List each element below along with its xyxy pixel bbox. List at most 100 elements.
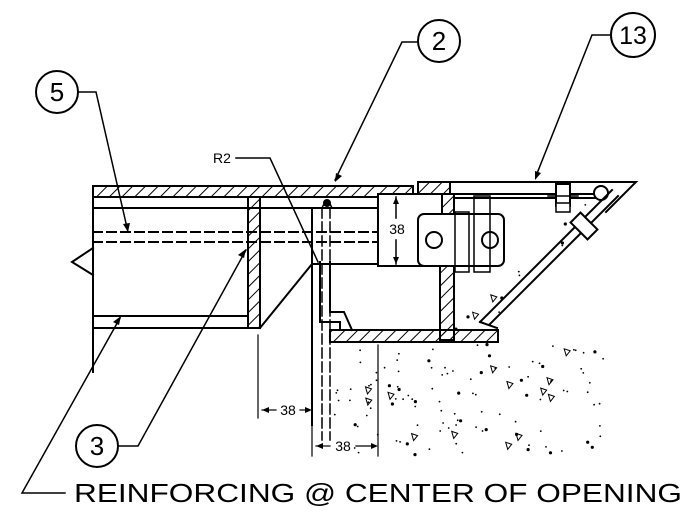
concrete-speckle [353, 447, 356, 449]
concrete-speckle [475, 426, 477, 428]
dimension-bottom-label: 38 [335, 438, 351, 454]
concrete-speckle [367, 401, 370, 404]
beam [70, 196, 379, 441]
concrete-aggregate [365, 397, 373, 407]
callout-5-label: 5 [50, 77, 64, 107]
concrete-speckle [452, 370, 454, 372]
concrete-speckle [508, 366, 511, 368]
concrete-aggregate [410, 432, 419, 442]
concrete-speckle [518, 274, 521, 277]
concrete-speckle [498, 311, 500, 313]
concrete-aggregate [504, 441, 513, 451]
concrete-aggregate [515, 432, 523, 442]
concrete-speckle [563, 222, 567, 226]
concrete-speckle [593, 350, 597, 354]
bottom-channel [319, 261, 499, 343]
concrete-speckle [383, 366, 386, 369]
concrete-speckle [413, 400, 417, 404]
concrete-speckle [582, 351, 585, 354]
concrete-speckle [590, 445, 594, 449]
reinforcing-note: REINFORCING @ CENTER OF OPENING [74, 478, 682, 508]
concrete-speckle [447, 427, 450, 429]
concrete-speckle [476, 344, 479, 347]
concrete-aggregate [471, 311, 480, 321]
concrete-speckle [548, 451, 553, 455]
concrete-speckle [402, 398, 404, 401]
concrete-speckle [588, 381, 591, 384]
concrete-speckle [517, 270, 520, 273]
callout-2: 2 [417, 19, 461, 63]
concrete-speckle [337, 399, 340, 402]
concrete-speckle [438, 400, 441, 403]
callout-3: 3 [75, 424, 119, 468]
concrete-speckle [397, 370, 400, 373]
concrete-aggregate [506, 380, 514, 390]
concrete-speckle [349, 399, 351, 402]
concrete-speckle [365, 414, 368, 417]
concrete-speckle [357, 451, 360, 454]
concrete-speckle [428, 448, 431, 451]
concrete-aggregate [489, 365, 498, 374]
concrete-speckle [356, 425, 359, 428]
concrete-aggregate [450, 430, 459, 440]
concrete-speckle [398, 352, 400, 355]
concrete-speckle [375, 371, 378, 374]
concrete-speckle [461, 451, 464, 454]
radius-label: R2 [213, 150, 231, 166]
concrete-speckle [396, 385, 399, 388]
concrete-speckle [561, 450, 563, 452]
concrete-speckle [599, 435, 602, 438]
concrete-speckle [562, 389, 565, 392]
cover-plate [92, 185, 414, 198]
concrete-aggregate [364, 386, 373, 395]
concrete-speckle [602, 357, 604, 360]
concrete-speckle [431, 387, 434, 390]
concrete-speckle [442, 422, 444, 424]
concrete-speckle [560, 241, 565, 245]
concrete-speckle [481, 430, 484, 432]
concrete-speckle [453, 412, 456, 415]
concrete-speckle [359, 349, 361, 352]
concrete-speckle [527, 375, 529, 378]
concrete-speckle [399, 441, 401, 443]
concrete-speckle [396, 359, 399, 361]
concrete-speckle [414, 405, 417, 408]
concrete-aggregate [547, 393, 556, 403]
concrete-speckle [440, 409, 443, 412]
concrete-speckle [459, 419, 463, 423]
concrete-speckle [456, 419, 459, 422]
concrete-aggregate [539, 387, 548, 397]
concrete-speckle [369, 407, 372, 410]
concrete-speckle [394, 398, 397, 400]
concrete-speckle [498, 413, 501, 416]
concrete-speckle [538, 362, 541, 365]
dimension-left-label: 38 [280, 402, 296, 418]
concrete-speckle [528, 444, 530, 447]
concrete-speckle [336, 389, 339, 392]
concrete-speckle [514, 420, 517, 423]
concrete-speckle [441, 374, 444, 376]
anchor-plate [377, 193, 505, 273]
concrete-speckle [390, 402, 394, 406]
concrete-aggregate [387, 391, 395, 401]
concrete-speckle [466, 315, 470, 319]
concrete-speckle [541, 364, 545, 369]
concrete-speckle [485, 343, 489, 347]
concrete-speckle [427, 359, 431, 363]
concrete-speckle [586, 440, 590, 444]
concrete-speckle [444, 366, 446, 369]
concrete-speckle [413, 453, 417, 457]
callout-13-label: 13 [619, 22, 647, 50]
concrete-speckle [573, 348, 575, 351]
concrete-speckle [599, 425, 601, 427]
concrete-speckle [531, 360, 534, 363]
concrete-speckle [411, 398, 414, 401]
concrete-speckle [472, 392, 474, 395]
concrete-speckle [416, 424, 419, 427]
concrete-speckle [333, 413, 336, 416]
concrete-speckle [487, 354, 492, 358]
concrete-aggregate [490, 294, 498, 303]
concrete-speckle [552, 345, 554, 347]
concrete-speckle [335, 392, 338, 394]
concrete-speckle [469, 378, 472, 381]
